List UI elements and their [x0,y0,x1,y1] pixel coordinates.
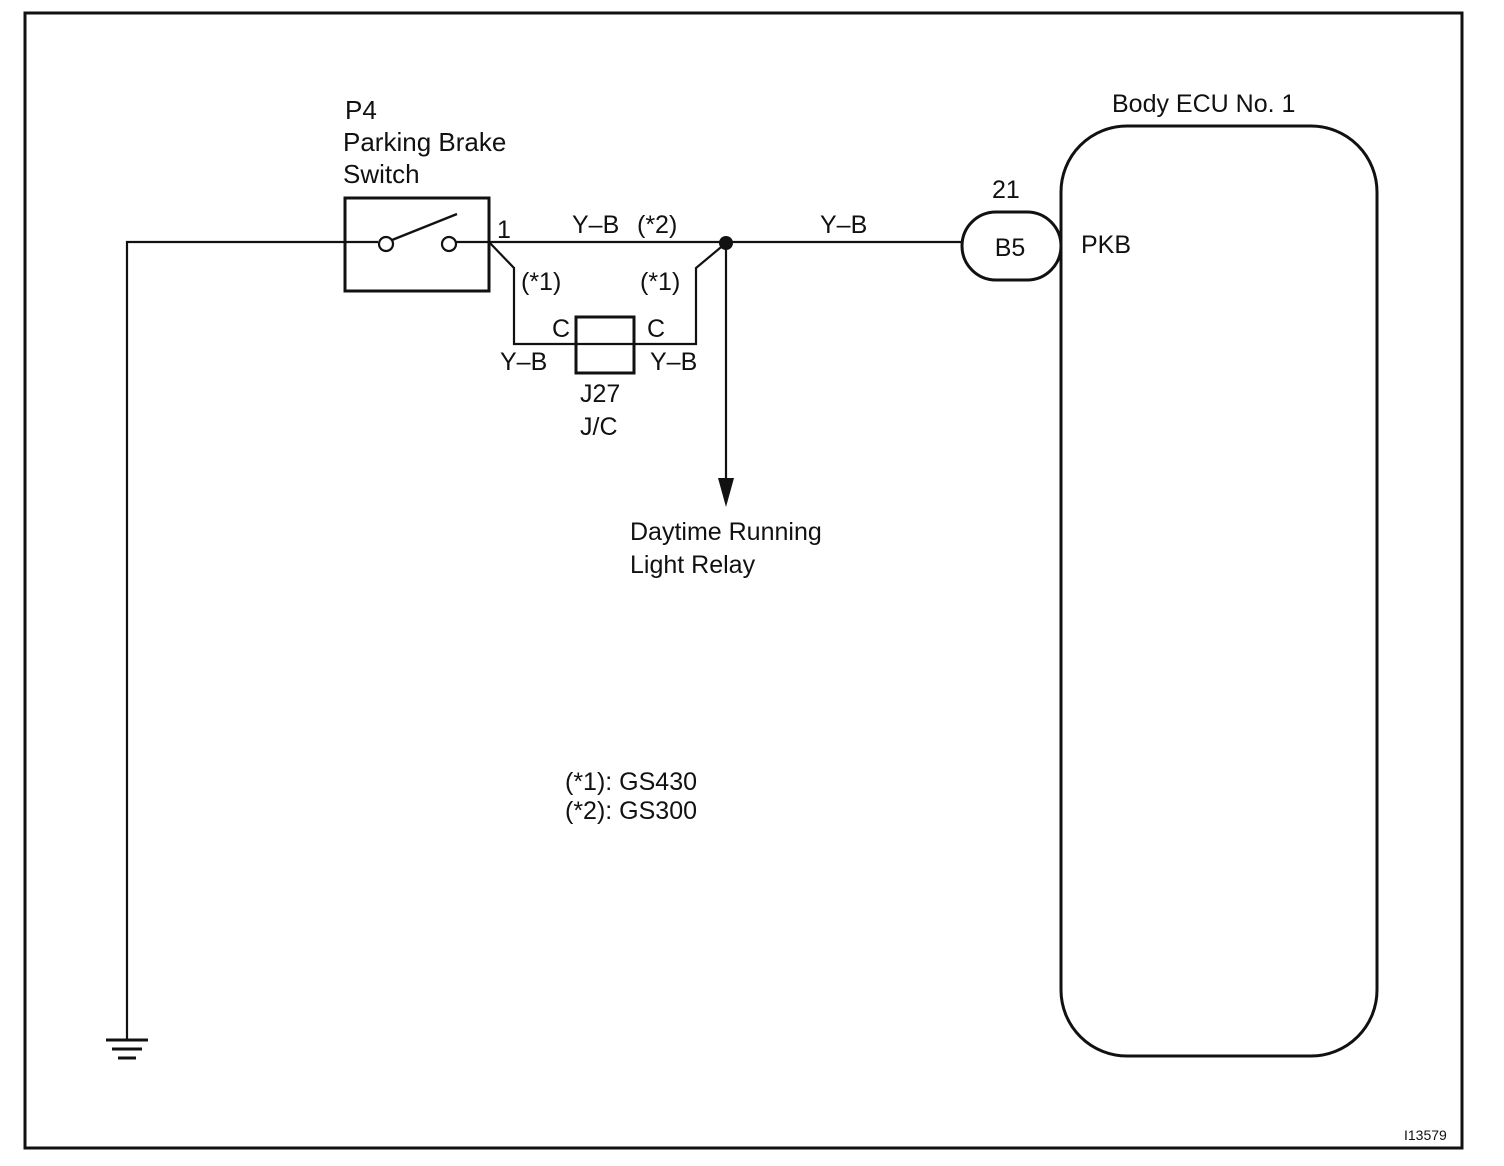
body-ecu-box [1059,124,1379,1058]
parking-brake-switch [343,196,491,293]
ecu-connector-code: B5 [995,234,1026,262]
switch-contact-right-icon [440,235,458,253]
switch-blade-icon [391,212,458,242]
switch-pin-number: 1 [497,216,511,244]
branch-note-right: (*1) [640,268,680,296]
jc-type: J/C [580,413,618,441]
relay-arrow-icon [718,478,734,507]
ecu-terminal-label: PKB [1081,231,1131,259]
legend-line2: (*2): GS300 [565,797,697,825]
switch-box [343,196,491,293]
relay-label-line2: Light Relay [630,551,756,579]
switch-code: P4 [345,95,377,125]
branch-note-left: (*1) [521,268,561,296]
main-wire-note-left: (*2) [637,211,677,239]
ground-wire [125,240,345,1040]
relay-label-line1: Daytime Running [630,518,822,546]
legend-line1: (*1): GS430 [565,768,697,796]
figure-reference-code: I13579 [1404,1127,1447,1143]
diagram-frame [23,11,1464,1150]
ecu-title: Body ECU No. 1 [1112,90,1295,118]
main-wire-color-left: Y–B [572,211,619,239]
jc-code: J27 [580,380,620,408]
jc-pin-right: C [647,315,665,343]
switch-name-line1: Parking Brake [343,127,506,157]
ground-icon [106,1038,148,1060]
main-wire-color-right: Y–B [820,211,867,239]
ecu-connector-pin: 21 [992,176,1020,204]
jc-wire-color-right: Y–B [650,348,697,376]
switch-name-line2: Switch [343,159,420,189]
switch-contact-left-icon [377,235,395,253]
ecu-connector-b5 [960,210,1063,282]
jc-wire-color-left: Y–B [500,348,547,376]
jc-pin-left: C [552,315,570,343]
